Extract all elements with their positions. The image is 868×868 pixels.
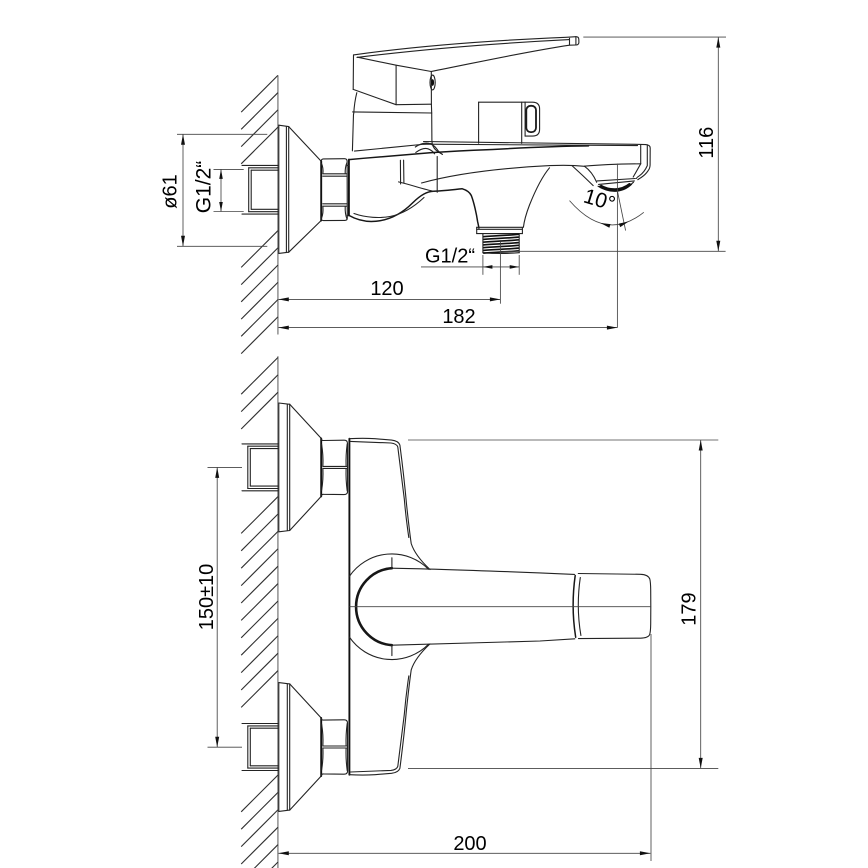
svg-text:G1/2“: G1/2“	[425, 246, 475, 268]
svg-text:179: 179	[679, 592, 701, 625]
svg-text:G1/2“: G1/2“	[193, 161, 216, 214]
svg-text:200: 200	[453, 833, 486, 855]
svg-text:120: 120	[370, 278, 403, 300]
svg-text:ø61: ø61	[160, 174, 182, 208]
svg-text:116: 116	[696, 127, 718, 159]
svg-text:150±10: 150±10	[196, 564, 218, 631]
svg-text:182: 182	[442, 306, 475, 328]
